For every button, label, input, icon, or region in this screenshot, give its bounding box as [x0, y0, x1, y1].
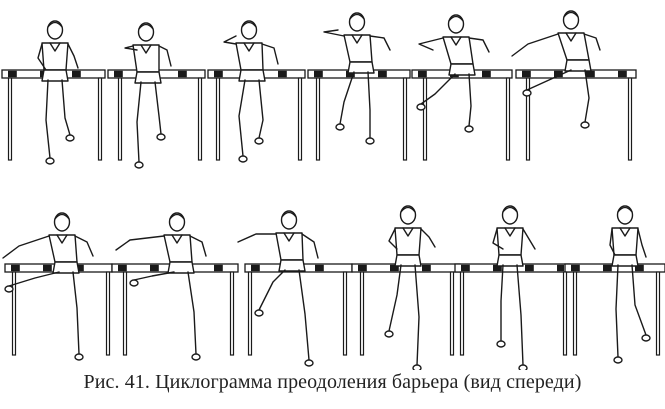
hurdle-post: [229, 271, 235, 356]
hurdle-post: [122, 271, 128, 356]
hurdle-post: [215, 77, 221, 161]
hurdle-post: [525, 77, 531, 161]
hurdler-figure: [492, 205, 536, 370]
cyclogram-illustration: [1, 10, 665, 370]
hurdler-figure: [2, 212, 94, 361]
hurdler-figure: [511, 10, 601, 129]
hurdle-post: [359, 271, 365, 356]
hurdler-figure: [609, 205, 651, 364]
hurdle-post: [297, 77, 303, 161]
hurdle-post: [247, 271, 253, 356]
hurdler-figure: [115, 212, 207, 361]
hurdle-post: [562, 271, 568, 356]
hurdler-figure: [223, 20, 279, 163]
hurdle-post: [572, 271, 578, 356]
figure-caption: Рис. 41. Циклограмма преодоления барьера…: [83, 371, 582, 393]
hurdle-post: [459, 271, 465, 356]
hurdle-post: [11, 271, 17, 356]
hurdle-post: [449, 271, 455, 356]
hurdler-figure: [124, 22, 172, 169]
hurdle-post: [315, 77, 321, 161]
hurdler-figure: [416, 14, 490, 133]
hurdle-post: [402, 77, 408, 161]
hurdler-figure: [237, 210, 319, 367]
hurdle-post: [655, 271, 661, 356]
hurdle-post: [627, 77, 633, 161]
hurdle-post: [505, 77, 511, 161]
hurdler-figure: [384, 205, 436, 370]
hurdle-post: [342, 271, 348, 356]
hurdle-post: [97, 77, 103, 161]
hurdler-figure: [37, 20, 79, 165]
hurdle-post: [117, 77, 123, 161]
hurdler-figure: [323, 12, 391, 145]
hurdle-post: [197, 77, 203, 161]
hurdle-post: [7, 77, 13, 161]
hurdle-post: [422, 77, 428, 161]
hurdle-post: [105, 271, 111, 356]
